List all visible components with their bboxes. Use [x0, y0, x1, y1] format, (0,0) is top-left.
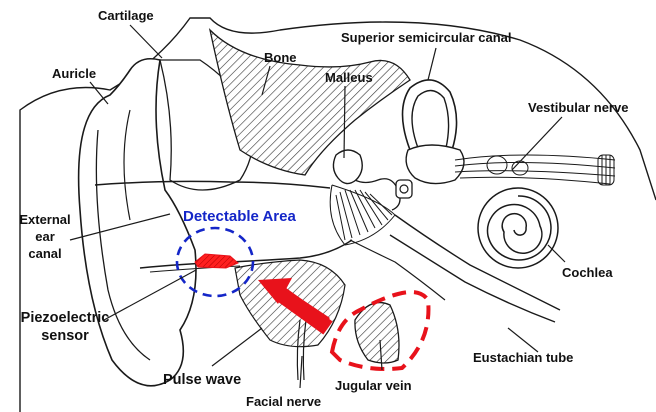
- label-eustachian-tube: Eustachian tube: [473, 350, 573, 365]
- label-malleus: Malleus: [325, 70, 373, 85]
- jugular-vein: [355, 303, 399, 363]
- label-cochlea: Cochlea: [562, 265, 613, 280]
- piezoelectric-sensor: [195, 254, 238, 268]
- label-pulse-wave: Pulse wave: [163, 372, 241, 389]
- label-external-ear-canal-line2: ear: [10, 229, 80, 244]
- label-external-ear-canal-line3: canal: [10, 246, 80, 261]
- label-bone: Bone: [264, 50, 297, 65]
- label-vestibular-nerve: Vestibular nerve: [528, 100, 628, 115]
- label-external-ear-canal-line1: External: [10, 212, 80, 227]
- label-superior-semicircular-canal: Superior semicircular canal: [341, 30, 512, 45]
- incus-stapes: [396, 180, 412, 198]
- vestibule: [406, 145, 464, 184]
- label-detectable-area: Detectable Area: [183, 209, 296, 224]
- label-piezoelectric-sensor-line2: sensor: [6, 328, 124, 345]
- label-auricle: Auricle: [52, 66, 96, 81]
- malleus: [333, 150, 362, 184]
- cochlea: [478, 188, 558, 268]
- vestibular-nerve: [455, 155, 615, 185]
- label-jugular-vein: Jugular vein: [335, 378, 412, 393]
- label-cartilage: Cartilage: [98, 8, 154, 23]
- label-facial-nerve: Facial nerve: [246, 394, 321, 409]
- label-piezoelectric-sensor-line1: Piezoelectric: [6, 310, 124, 327]
- tympanic-membrane: [330, 185, 395, 245]
